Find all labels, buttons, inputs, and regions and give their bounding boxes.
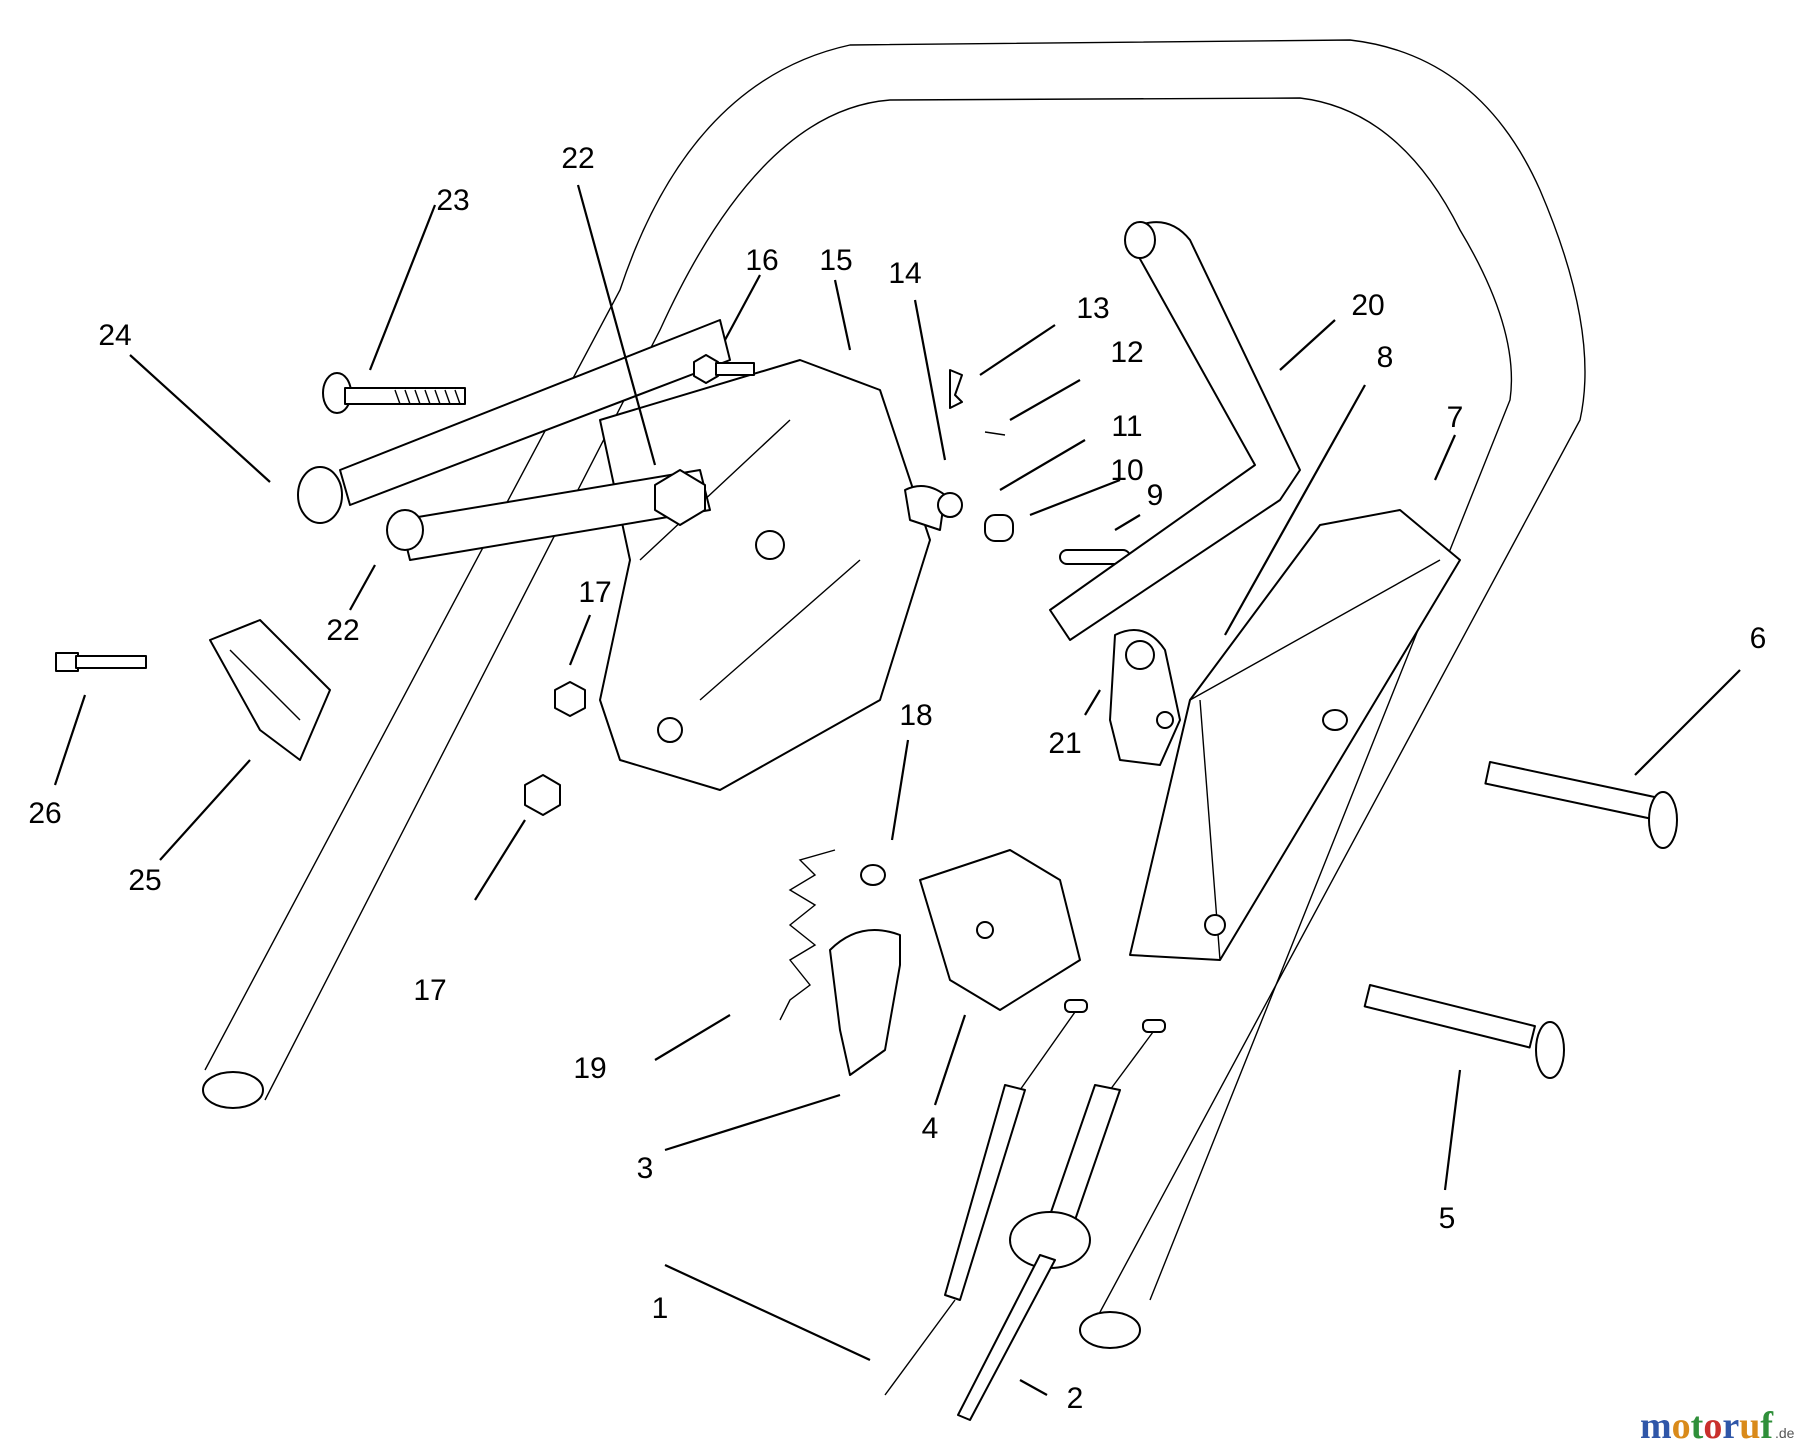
callout-17-lower: 17 bbox=[413, 974, 446, 1007]
callout-9: 9 bbox=[1147, 479, 1164, 512]
watermark-letter: u bbox=[1739, 1405, 1760, 1447]
bracket-4 bbox=[919, 849, 1081, 1011]
bolt-23 bbox=[322, 372, 466, 414]
watermark-letter: o bbox=[1703, 1405, 1722, 1447]
cable-1 bbox=[884, 999, 1088, 1396]
callout-18: 18 bbox=[899, 699, 932, 732]
callout-3: 3 bbox=[637, 1152, 654, 1185]
spacer-18 bbox=[860, 864, 886, 886]
callout-5: 5 bbox=[1439, 1202, 1456, 1235]
small-parts bbox=[904, 369, 1131, 565]
callout-2: 2 bbox=[1067, 1382, 1084, 1415]
trigger-3 bbox=[829, 929, 901, 1076]
callout-13: 13 bbox=[1076, 292, 1109, 325]
cable-2 bbox=[957, 1019, 1166, 1421]
callout-1: 1 bbox=[652, 1292, 669, 1325]
callout-25: 25 bbox=[128, 864, 161, 897]
bolt-6 bbox=[1484, 761, 1678, 849]
svg-text:motoruf: motoruf bbox=[1640, 1405, 1774, 1447]
callout-23: 23 bbox=[436, 184, 469, 217]
watermark-letter: o bbox=[1672, 1405, 1691, 1447]
lever-21 bbox=[1109, 629, 1181, 766]
spring-19 bbox=[779, 849, 836, 1021]
watermark-logo: motoruf .de bbox=[1640, 1405, 1795, 1447]
bolt-5 bbox=[1363, 984, 1565, 1079]
callout-6: 6 bbox=[1750, 622, 1767, 655]
callout-4: 4 bbox=[922, 1112, 939, 1145]
callout-labels: 1 2 3 4 5 6 7 8 9 10 11 12 13 14 15 16 1… bbox=[28, 142, 1766, 1415]
callout-7: 7 bbox=[1447, 401, 1464, 434]
lever-bars bbox=[297, 319, 731, 561]
watermark-letter: m bbox=[1640, 1405, 1672, 1447]
knob-25 bbox=[209, 619, 331, 761]
watermark-letter: r bbox=[1722, 1405, 1739, 1447]
cover-7 bbox=[1129, 509, 1461, 961]
bolt-26 bbox=[55, 652, 147, 672]
callout-11: 11 bbox=[1111, 410, 1142, 443]
callout-10: 10 bbox=[1110, 454, 1143, 487]
callout-22-lower: 22 bbox=[326, 614, 359, 647]
callout-16: 16 bbox=[745, 244, 778, 277]
handle-tube bbox=[202, 39, 1586, 1349]
callout-8: 8 bbox=[1377, 341, 1394, 374]
callout-14: 14 bbox=[888, 257, 921, 290]
leader-lines bbox=[53, 184, 1741, 1396]
handle-20 bbox=[1049, 221, 1301, 641]
nut-17-upper bbox=[554, 681, 586, 717]
callout-21: 21 bbox=[1048, 727, 1081, 760]
callout-12: 12 bbox=[1110, 336, 1143, 369]
handle-bracket bbox=[599, 359, 931, 791]
nut-17-lower bbox=[524, 774, 561, 816]
callout-17-upper: 17 bbox=[578, 576, 611, 609]
callout-15: 15 bbox=[819, 244, 852, 277]
watermark-letter: t bbox=[1691, 1405, 1704, 1447]
bolt-16 bbox=[693, 354, 755, 384]
callout-22-upper: 22 bbox=[561, 142, 594, 175]
callout-19: 19 bbox=[573, 1052, 606, 1085]
watermark-suffix: .de bbox=[1775, 1425, 1795, 1441]
watermark-letter: f bbox=[1760, 1405, 1774, 1447]
callout-20: 20 bbox=[1351, 289, 1384, 322]
callout-26: 26 bbox=[28, 797, 61, 830]
callout-24: 24 bbox=[98, 319, 131, 352]
